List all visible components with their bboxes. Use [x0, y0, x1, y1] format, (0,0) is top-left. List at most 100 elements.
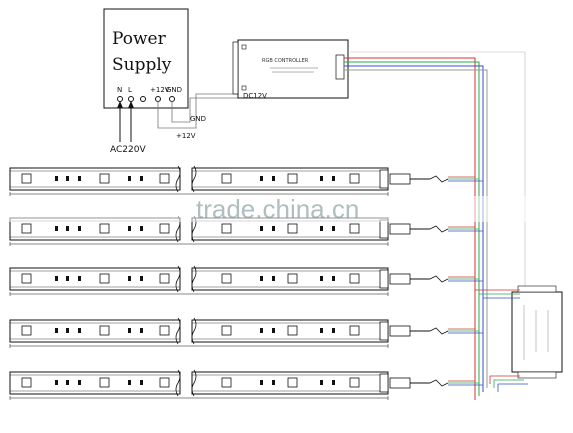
- gnd-wire-label: GND: [190, 115, 206, 123]
- resistor: [140, 176, 143, 181]
- resistor: [260, 226, 263, 231]
- led-chip: [287, 223, 298, 234]
- led-strip: [9, 215, 483, 246]
- resistor: [66, 328, 69, 333]
- strip-connector: [389, 377, 411, 389]
- resistor: [140, 380, 143, 385]
- wire-twist: [429, 275, 449, 283]
- power-supply: Power Supply N L +12V GND AC220V: [103, 8, 189, 155]
- led-strip: [9, 265, 483, 296]
- resistor: [272, 276, 275, 281]
- watermark: trade.china.cn: [0, 194, 573, 224]
- break-mark: [175, 369, 181, 397]
- led-chip: [21, 325, 32, 336]
- resistor: [260, 276, 263, 281]
- resistor: [128, 380, 131, 385]
- strip-segment-left: [9, 267, 181, 291]
- resistor: [320, 176, 323, 181]
- strip-connector: [389, 325, 411, 337]
- led-chip: [287, 377, 298, 388]
- resistor: [78, 226, 81, 231]
- resistor: [332, 176, 335, 181]
- led-chip: [349, 377, 360, 388]
- resistor: [332, 380, 335, 385]
- strip-end-cap: [379, 321, 389, 341]
- rgb-controller: RGB CONTROLLER DC12V: [232, 39, 349, 100]
- led-chip: [221, 223, 232, 234]
- resistor: [128, 226, 131, 231]
- led-chip: [159, 173, 170, 184]
- led-chip: [21, 223, 32, 234]
- terminal-label-plus12v: +12V: [150, 86, 170, 94]
- resistor: [55, 328, 58, 333]
- led-chip: [287, 173, 298, 184]
- led-chip: [99, 377, 110, 388]
- wire-twist: [429, 327, 449, 335]
- led-chip: [221, 325, 232, 336]
- strip-connector: [389, 223, 411, 235]
- break-mark: [191, 369, 197, 397]
- wire-twist: [429, 225, 449, 233]
- resistor: [320, 328, 323, 333]
- led-chip: [221, 377, 232, 388]
- resistor: [140, 226, 143, 231]
- plus12v-wire-label: +12V: [176, 132, 196, 140]
- resistor: [66, 176, 69, 181]
- terminal-label-l: L: [128, 86, 132, 94]
- resistor: [55, 276, 58, 281]
- resistor: [140, 276, 143, 281]
- wire-twist: [429, 379, 449, 387]
- led-chip: [349, 173, 360, 184]
- terminal-ground-symbol: [140, 96, 146, 102]
- dc-wires: GND +12V: [157, 93, 242, 140]
- led-chip: [349, 223, 360, 234]
- resistor: [260, 176, 263, 181]
- resistor: [272, 226, 275, 231]
- resistor: [140, 328, 143, 333]
- led-chip: [287, 325, 298, 336]
- led-chip: [99, 325, 110, 336]
- led-chip: [221, 173, 232, 184]
- led-chip: [221, 273, 232, 284]
- break-mark: [175, 317, 181, 345]
- resistor: [55, 226, 58, 231]
- led-chip: [99, 173, 110, 184]
- break-mark: [175, 265, 181, 293]
- strip-end-cap: [379, 373, 389, 393]
- led-chip: [159, 273, 170, 284]
- led-chip: [21, 273, 32, 284]
- controller-title: RGB CONTROLLER: [262, 58, 309, 64]
- power-supply-title-line2: Supply: [112, 55, 172, 75]
- power-supply-title-line1: Power: [112, 29, 167, 49]
- resistor: [128, 176, 131, 181]
- rgb-amplifier: [475, 285, 563, 392]
- led-chip: [21, 377, 32, 388]
- resistor: [78, 380, 81, 385]
- watermark-text: trade.china.cn: [196, 194, 359, 224]
- strip-segment-left: [9, 319, 181, 343]
- led-chip: [159, 223, 170, 234]
- terminal-label-gnd: GND: [166, 86, 182, 94]
- led-strips: [9, 165, 483, 400]
- led-chip: [287, 273, 298, 284]
- resistor: [272, 176, 275, 181]
- break-mark: [191, 317, 197, 345]
- resistor: [66, 226, 69, 231]
- resistor: [66, 276, 69, 281]
- led-chip: [99, 223, 110, 234]
- resistor: [320, 276, 323, 281]
- resistor: [260, 380, 263, 385]
- resistor: [320, 226, 323, 231]
- break-mark: [175, 165, 181, 193]
- wire-twist: [429, 175, 449, 183]
- led-chip: [159, 377, 170, 388]
- led-strip: [9, 369, 483, 400]
- led-strip: [9, 317, 483, 348]
- resistor: [66, 380, 69, 385]
- strip-end-cap: [379, 269, 389, 289]
- led-chip: [349, 273, 360, 284]
- resistor: [55, 176, 58, 181]
- resistor: [128, 276, 131, 281]
- resistor: [128, 328, 131, 333]
